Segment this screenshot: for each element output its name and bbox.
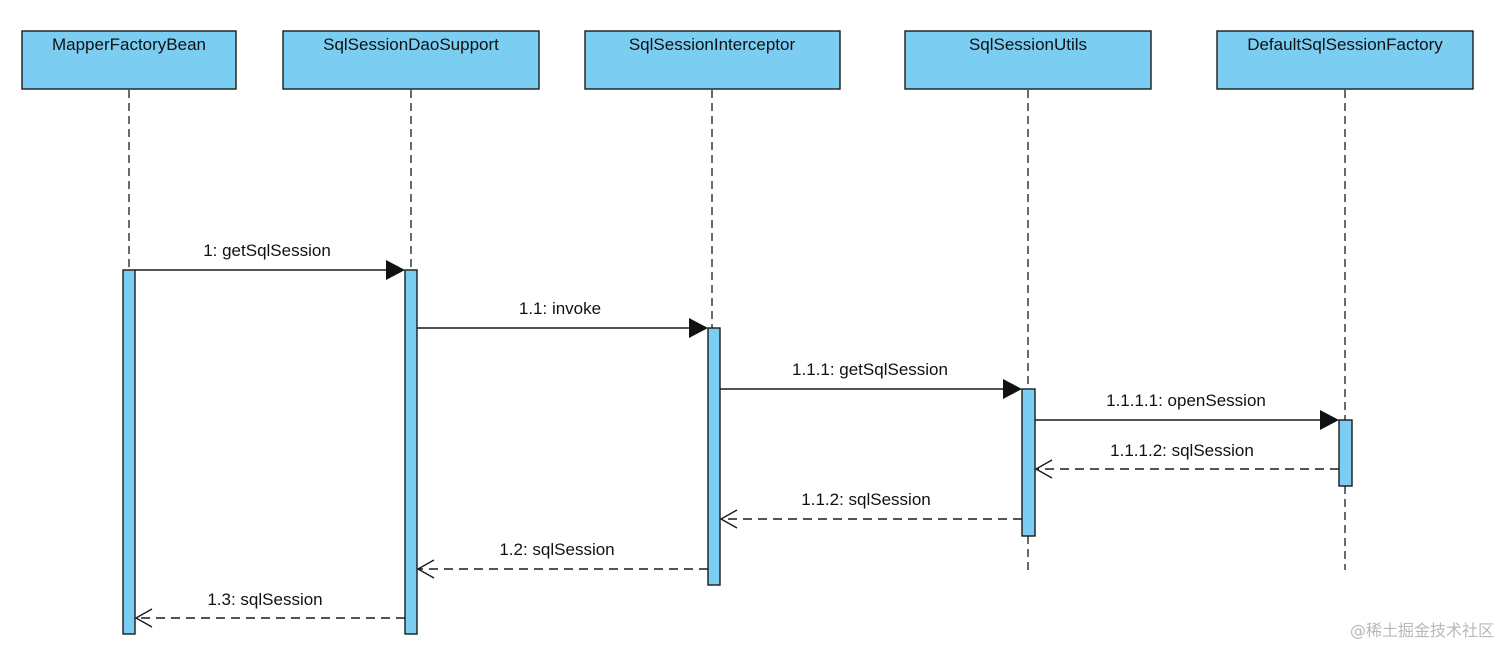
activation-sql-session-dao-support xyxy=(404,269,418,635)
participant-label: MapperFactoryBean xyxy=(52,35,206,54)
message-1-get-sql-session: 1: getSqlSession xyxy=(135,241,405,280)
message-label: 1.1: invoke xyxy=(519,299,601,318)
participant-label: DefaultSqlSessionFactory xyxy=(1247,35,1443,54)
message-label: 1.2: sqlSession xyxy=(499,540,614,559)
message-1-1-1-get-sql-session: 1.1.1: getSqlSession xyxy=(720,360,1022,399)
activation-mapper-factory-bean xyxy=(122,269,136,635)
participant-sql-session-utils: SqlSessionUtils xyxy=(904,30,1152,90)
message-1-1-invoke: 1.1: invoke xyxy=(417,299,708,338)
filled-arrowhead xyxy=(1320,410,1339,430)
message-label: 1.1.2: sqlSession xyxy=(801,490,930,509)
return-1-1-1-2-sql-session: 1.1.1.2: sqlSession xyxy=(1034,441,1339,479)
return-1-2-sql-session: 1.2: sqlSession xyxy=(416,540,708,579)
open-arrowhead xyxy=(134,608,153,628)
filled-arrowhead xyxy=(1003,379,1022,399)
participant-default-sql-session-factory: DefaultSqlSessionFactory xyxy=(1216,30,1474,90)
participant-label: SqlSessionUtils xyxy=(969,35,1087,54)
message-label: 1: getSqlSession xyxy=(203,241,331,260)
message-label: 1.1.1: getSqlSession xyxy=(792,360,948,379)
return-1-1-2-sql-session: 1.1.2: sqlSession xyxy=(719,490,1022,529)
filled-arrowhead xyxy=(689,318,708,338)
filled-arrowhead xyxy=(386,260,405,280)
activation-default-sql-session-factory xyxy=(1338,419,1353,487)
message-1-1-1-1-open-session: 1.1.1.1: openSession xyxy=(1035,391,1339,430)
open-arrowhead xyxy=(1034,459,1053,479)
participant-label: SqlSessionInterceptor xyxy=(629,35,796,54)
open-arrowhead xyxy=(719,509,738,529)
participant-mapper-factory-bean: MapperFactoryBean xyxy=(21,30,237,90)
activation-sql-session-utils xyxy=(1021,388,1036,537)
participant-sql-session-interceptor: SqlSessionInterceptor xyxy=(584,30,841,90)
watermark: @稀土掘金技术社区 xyxy=(1350,621,1494,640)
message-label: 1.1.1.1: openSession xyxy=(1106,391,1266,410)
message-label: 1.1.1.2: sqlSession xyxy=(1110,441,1254,460)
message-label: 1.3: sqlSession xyxy=(207,590,322,609)
participant-sql-session-dao-support: SqlSessionDaoSupport xyxy=(282,30,540,90)
return-1-3-sql-session: 1.3: sqlSession xyxy=(134,590,405,628)
open-arrowhead xyxy=(416,559,435,579)
activation-sql-session-interceptor xyxy=(707,327,721,586)
participant-label: SqlSessionDaoSupport xyxy=(323,35,499,54)
